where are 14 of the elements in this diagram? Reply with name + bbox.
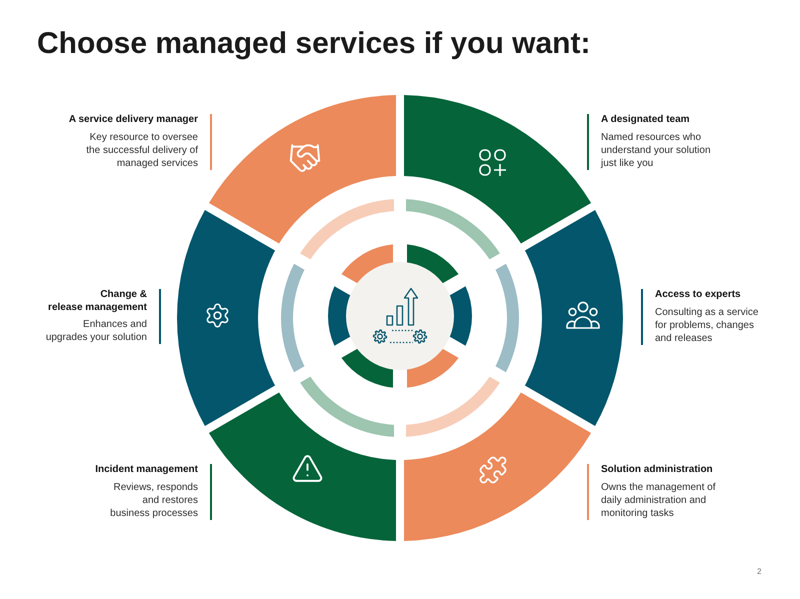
feature-heading: A designated team [601, 114, 690, 126]
feature-heading: Solution administration [601, 464, 713, 476]
feature-description: Reviews, responds and restores business processes [109, 480, 198, 520]
feature-heading: Access to experts [655, 289, 741, 302]
feature-description: Consulting as a service for problems, changes and releases [655, 306, 760, 344]
feature-description: Owns the management of daily administration and monitoring tasks [601, 480, 717, 520]
feature-description: Enhances and upgrades your solution [44, 318, 147, 344]
feature-description: Key resource to oversee the successful delivery of managed services [85, 130, 198, 170]
page-number: 2 [757, 567, 762, 577]
feature-heading: A service delivery manager [68, 114, 198, 126]
feature-description: Named resources who understand your solution just like you [601, 130, 712, 170]
feature-heading: Incident management [95, 464, 198, 476]
feature-heading: Change & release management [48, 289, 147, 314]
page-title: Choose managed services if you want: [37, 26, 590, 62]
